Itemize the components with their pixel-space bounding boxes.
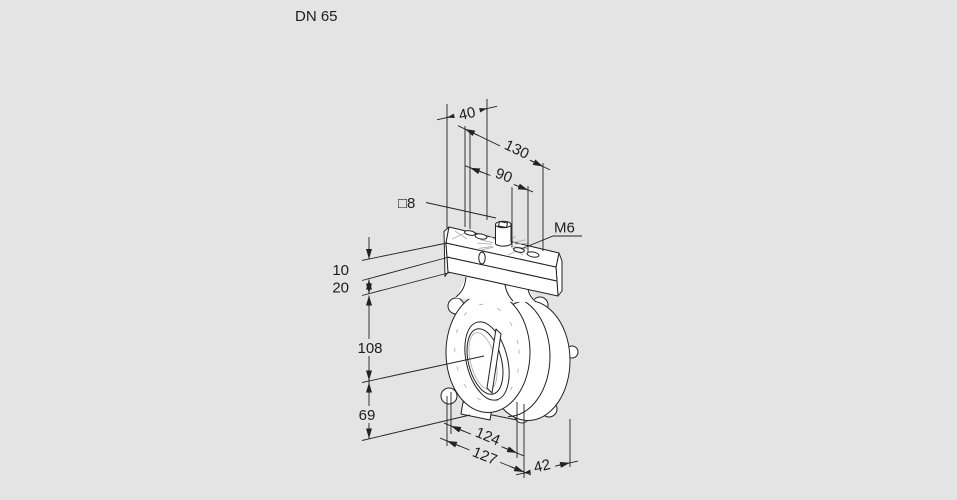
dim-label-42: 42 [527, 454, 557, 477]
flange-slot-hole [464, 230, 476, 236]
shaft-square-end [498, 221, 508, 228]
svg-text:90: 90 [493, 165, 515, 187]
dim-label-shaft-square: □8 [398, 195, 415, 212]
dim-label-90: 90 [489, 162, 519, 188]
dim-label-69: 69 [354, 406, 380, 424]
extension-lines [361, 99, 571, 478]
dim-label-40: 40 [452, 102, 482, 125]
dim-label-20: 20 [332, 280, 349, 297]
flange-thread-hole-m6 [526, 251, 540, 258]
svg-text:108: 108 [357, 340, 382, 357]
leader-thread-m6 [520, 235, 582, 250]
butterfly-disc-edge [486, 328, 502, 394]
front-face-hole [478, 251, 486, 265]
dim-label-m6: M6 [554, 220, 575, 237]
dim-label-108: 108 [354, 339, 386, 357]
body-rim-contour [507, 296, 551, 417]
svg-text:40: 40 [457, 104, 477, 124]
valve-neck [455, 276, 537, 303]
dim-label-130: 130 [498, 134, 536, 164]
drawing-title: DN 65 [295, 8, 338, 25]
svg-text:42: 42 [532, 456, 552, 476]
valve-stem [495, 220, 513, 247]
dim-label-10: 10 [332, 262, 349, 279]
leader-lines [425, 202, 582, 250]
flange-plates [443, 226, 563, 297]
valve-body [440, 292, 579, 424]
svg-text:69: 69 [359, 407, 376, 424]
flange-slot-hole [474, 233, 488, 240]
leader-shaft-square [425, 202, 497, 219]
dimension-arrows [366, 107, 571, 474]
